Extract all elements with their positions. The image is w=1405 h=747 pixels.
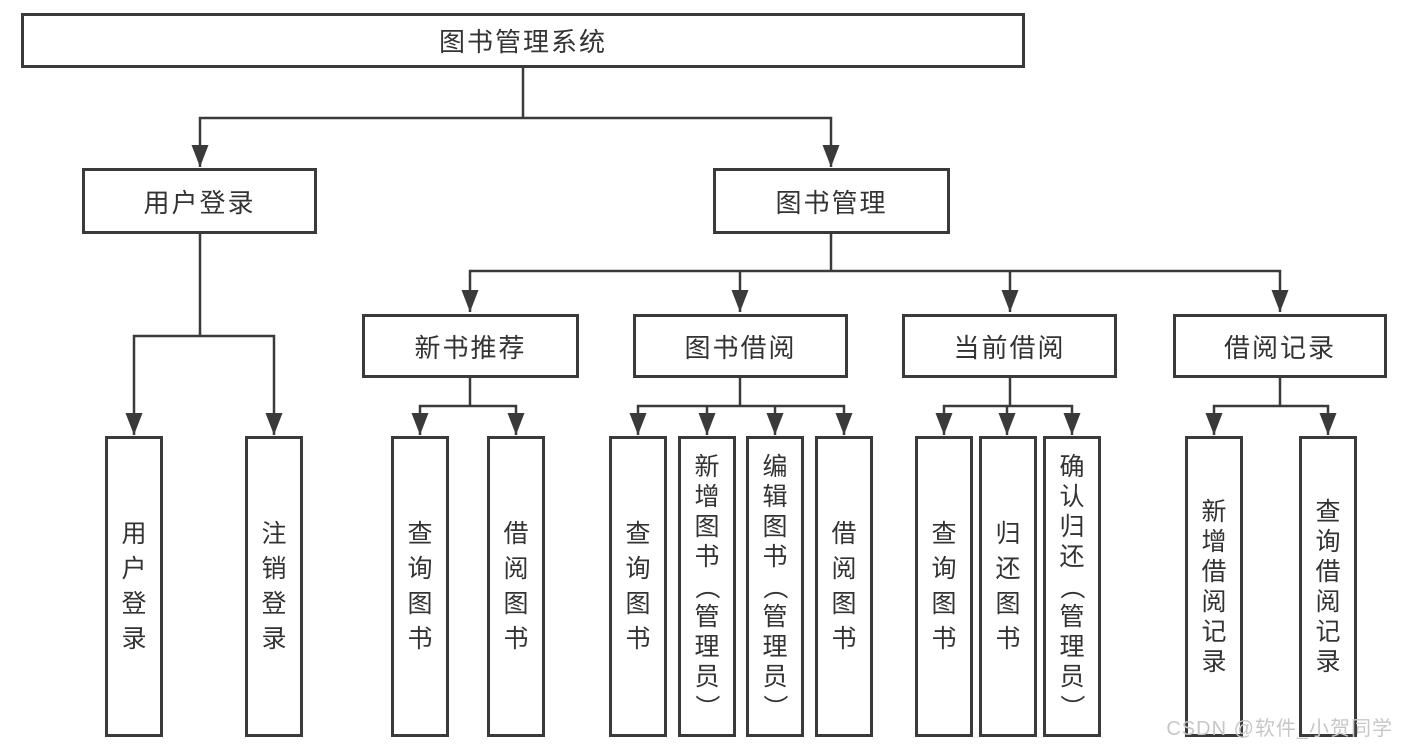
node-book-management: 图书管理 bbox=[713, 168, 950, 234]
connector-level3-split bbox=[461, 269, 1289, 312]
node-new-book-recommend: 新书推荐 bbox=[362, 314, 579, 378]
leaf-borrow-books-borrowing: 借阅图书 bbox=[815, 436, 873, 737]
vertical-label: 用户登录 bbox=[121, 519, 147, 653]
leaf-add-book-admin: 新增图书（管理员） bbox=[678, 436, 736, 737]
connector-newbookrec-split bbox=[411, 404, 525, 435]
leaf-query-books-current: 查询图书 bbox=[915, 436, 973, 737]
leaf-confirm-return-admin: 确认归还（管理员） bbox=[1043, 436, 1101, 737]
vertical-label: 查询图书 bbox=[625, 519, 651, 653]
connector-borrowrecords-split bbox=[1205, 404, 1337, 435]
vertical-label: 新增借阅记录 bbox=[1201, 497, 1227, 676]
vertical-label: 注销登录 bbox=[261, 519, 287, 653]
vertical-label: 归还图书 bbox=[995, 519, 1021, 653]
node-user-login: 用户登录 bbox=[82, 168, 317, 234]
vertical-label: 新增图书（管理员） bbox=[692, 452, 721, 720]
leaf-query-books-borrowing: 查询图书 bbox=[609, 436, 667, 737]
leaf-edit-book-admin: 编辑图书（管理员） bbox=[746, 436, 804, 737]
vertical-label: 查询图书 bbox=[931, 519, 957, 653]
node-library-management-system: 图书管理系统 bbox=[21, 13, 1025, 68]
csdn-watermark: CSDN @软件_小贺同学 bbox=[1166, 718, 1393, 740]
connector-bookborrow-split bbox=[629, 404, 853, 435]
vertical-label: 查询图书 bbox=[407, 519, 433, 653]
leaf-user-login: 用户登录 bbox=[105, 436, 163, 737]
node-book-borrowing: 图书借阅 bbox=[633, 314, 848, 378]
vertical-label: 编辑图书（管理员） bbox=[760, 452, 789, 720]
leaf-borrow-books-recommend: 借阅图书 bbox=[487, 436, 545, 737]
vertical-label: 借阅图书 bbox=[503, 519, 529, 653]
connector-level2-split bbox=[191, 116, 840, 167]
vertical-label: 查询借阅记录 bbox=[1315, 497, 1341, 676]
vertical-label: 确认归还（管理员） bbox=[1057, 452, 1086, 720]
leaf-return-book: 归还图书 bbox=[979, 436, 1037, 737]
vertical-label: 借阅图书 bbox=[831, 519, 857, 653]
node-current-borrowing: 当前借阅 bbox=[902, 314, 1117, 378]
leaf-query-books-recommend: 查询图书 bbox=[391, 436, 449, 737]
leaf-query-borrow-record: 查询借阅记录 bbox=[1299, 436, 1357, 737]
node-borrowing-records: 借阅记录 bbox=[1173, 314, 1387, 378]
leaf-add-borrow-record: 新增借阅记录 bbox=[1185, 436, 1243, 737]
connector-userlogin-split bbox=[125, 334, 283, 435]
leaf-logout: 注销登录 bbox=[245, 436, 303, 737]
